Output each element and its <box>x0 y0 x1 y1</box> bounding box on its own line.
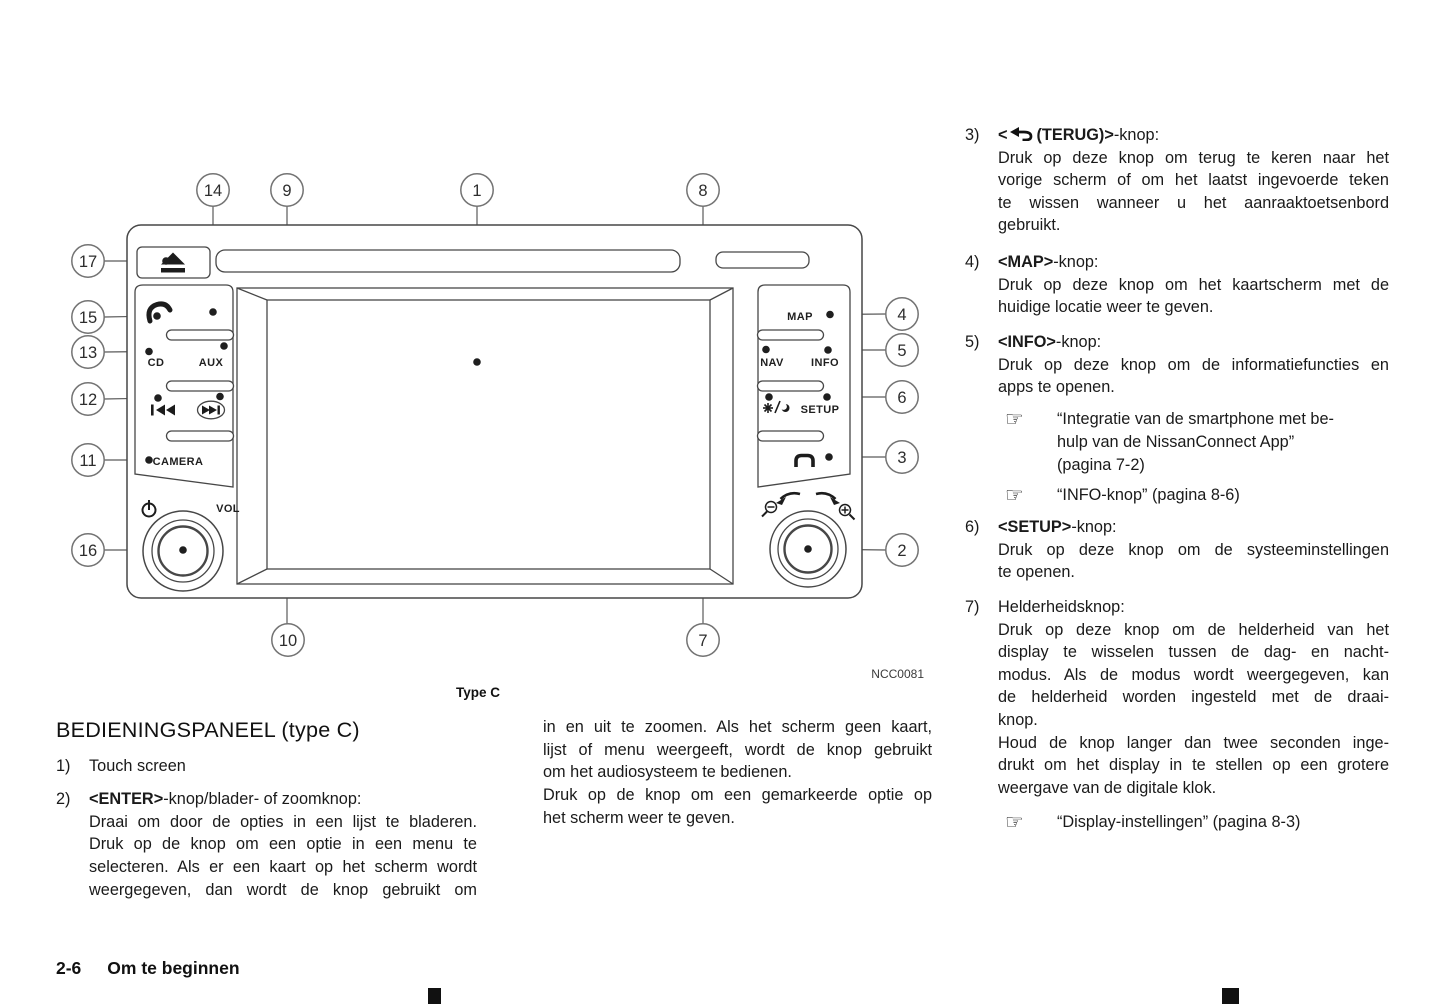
item-number: 1) <box>56 757 71 775</box>
left-button-panel <box>134 284 235 488</box>
list-item-5: 5) <INFO>-knop: Druk op deze knop om de … <box>965 331 1389 399</box>
callouts <box>71 173 919 657</box>
svg-text:9: 9 <box>282 182 291 200</box>
zoom-in-icon <box>838 503 856 521</box>
cross-reference: ☞ “Display-instellingen” (pagina 8-3) <box>998 811 1389 834</box>
footer-section-title: Om te beginnen <box>107 958 240 978</box>
phone-icon <box>146 301 173 324</box>
item-title: <INFO>-knop: <box>998 333 1102 351</box>
section-heading: BEDIENINGSPANEEL (type C) <box>56 717 360 742</box>
svg-text:4: 4 <box>897 306 906 324</box>
svg-text:17: 17 <box>79 253 97 271</box>
item-body: Houd de knop langer dan twee seconden in… <box>998 733 1389 797</box>
aux-button-label: AUX <box>199 357 224 369</box>
power-icon <box>141 500 157 518</box>
list-item-1: 1) Touch screen <box>56 755 477 778</box>
middle-column: in en uit te zoomen. Als het scherm geen… <box>543 716 932 830</box>
item-title: <ENTER>-knop/blader- of zoomknop: <box>89 790 362 808</box>
svg-text:3: 3 <box>897 449 906 467</box>
crop-marks <box>428 988 1239 1004</box>
right-button-panel <box>756 284 851 488</box>
svg-text:14: 14 <box>204 182 222 200</box>
svg-text:12: 12 <box>79 391 97 409</box>
nav-button-label: NAV <box>760 357 784 369</box>
paragraph: in en uit te zoomen. Als het scherm geen… <box>543 718 932 782</box>
pointing-hand-icon: ☞ <box>1005 484 1024 507</box>
svg-text:8: 8 <box>698 182 707 200</box>
item-number: 5) <box>965 333 980 351</box>
paragraph: Druk op de knop om een gemarkeerde optie… <box>543 786 932 827</box>
item-number: 2) <box>56 790 71 808</box>
item-body: Druk op deze knop om de helderheid van h… <box>998 620 1389 729</box>
pointing-hand-icon: ☞ <box>1005 408 1024 431</box>
cross-reference: ☞ “INFO-knop” (pagina 8-6) <box>998 484 1389 507</box>
item-body: Druk op deze knop om de systeeminstellin… <box>998 540 1389 582</box>
leader-dots <box>145 257 834 554</box>
list-item-4: 4) <MAP>-knop: Druk op deze knop om het … <box>965 251 1389 319</box>
page-footer: 2-6 Om te beginnen <box>56 958 240 979</box>
back-icon <box>794 453 815 467</box>
reference-text: “INFO-knop” (pagina 8-6) <box>1057 486 1240 504</box>
camera-button-label: CAMERA <box>153 456 204 468</box>
info-button-label: INFO <box>811 357 839 369</box>
item-body: Druk op deze knop om het kaartscherm met… <box>998 275 1389 317</box>
volume-label: VOL <box>216 503 240 515</box>
item-number: 6) <box>965 518 980 536</box>
item-title: <(TERUG)>-knop: <box>998 126 1160 144</box>
card-slot <box>715 251 810 269</box>
svg-text:15: 15 <box>79 309 97 327</box>
setup-button-label: SETUP <box>801 404 840 416</box>
cross-reference: ☞ “Integratie van de smartphone met be-h… <box>998 408 1389 477</box>
pointing-hand-icon: ☞ <box>1005 811 1024 834</box>
figure-code: NCC0081 <box>871 667 924 681</box>
item-body: Draai om door de opties in een lijst te … <box>89 812 477 899</box>
disc-slot <box>215 249 681 273</box>
terug-arrow-icon <box>1009 127 1032 141</box>
list-item-6: 6) <SETUP>-knop: Druk op deze knop om de… <box>965 516 1389 584</box>
brightness-icon <box>763 400 790 414</box>
svg-text:2: 2 <box>897 542 906 560</box>
item-title: <SETUP>-knop: <box>998 518 1117 536</box>
item-title: <MAP>-knop: <box>998 253 1099 271</box>
touch-screen <box>236 287 734 585</box>
page-number: 2-6 <box>56 958 82 978</box>
item-body: Druk op deze knop om terug te keren naar… <box>998 148 1389 235</box>
svg-text:13: 13 <box>79 344 97 362</box>
item-text: Touch screen <box>89 757 186 775</box>
reference-text: “Display-instellingen” (pagina 8-3) <box>1057 813 1301 831</box>
svg-text:7: 7 <box>698 632 707 650</box>
reference-text: “Integratie van de smartphone met be-hul… <box>1057 410 1334 474</box>
item-title: Helderheidsknop: <box>998 598 1125 616</box>
item-body: Druk op deze knop om de informatiefuncti… <box>998 355 1389 397</box>
item-number: 4) <box>965 253 980 271</box>
rotate-arrows-icon <box>776 491 840 505</box>
list-item-2: 2) <ENTER>-knop/blader- of zoomknop: Dra… <box>56 788 477 902</box>
item-number: 7) <box>965 598 980 616</box>
callout-numbers: 14 9 1 8 17 15 13 12 11 16 4 5 6 3 2 10 … <box>79 182 907 650</box>
svg-text:11: 11 <box>79 452 96 470</box>
list-item-7: 7) Helderheidsknop: Druk op deze knop om… <box>965 596 1389 799</box>
list-item-3: 3) <(TERUG)>-knop: Druk op deze knop om … <box>965 124 1389 237</box>
svg-text:6: 6 <box>897 389 906 407</box>
cd-button-label: CD <box>148 357 165 369</box>
svg-text:1: 1 <box>472 182 481 200</box>
svg-text:10: 10 <box>279 632 297 650</box>
figure-caption: Type C <box>456 685 500 700</box>
zoom-out-icon <box>761 500 778 518</box>
next-track-icon <box>196 400 226 420</box>
item-number: 3) <box>965 126 980 144</box>
map-button-label: MAP <box>787 311 813 323</box>
svg-text:16: 16 <box>79 542 97 560</box>
previous-track-icon <box>151 404 175 416</box>
svg-text:5: 5 <box>897 342 906 360</box>
